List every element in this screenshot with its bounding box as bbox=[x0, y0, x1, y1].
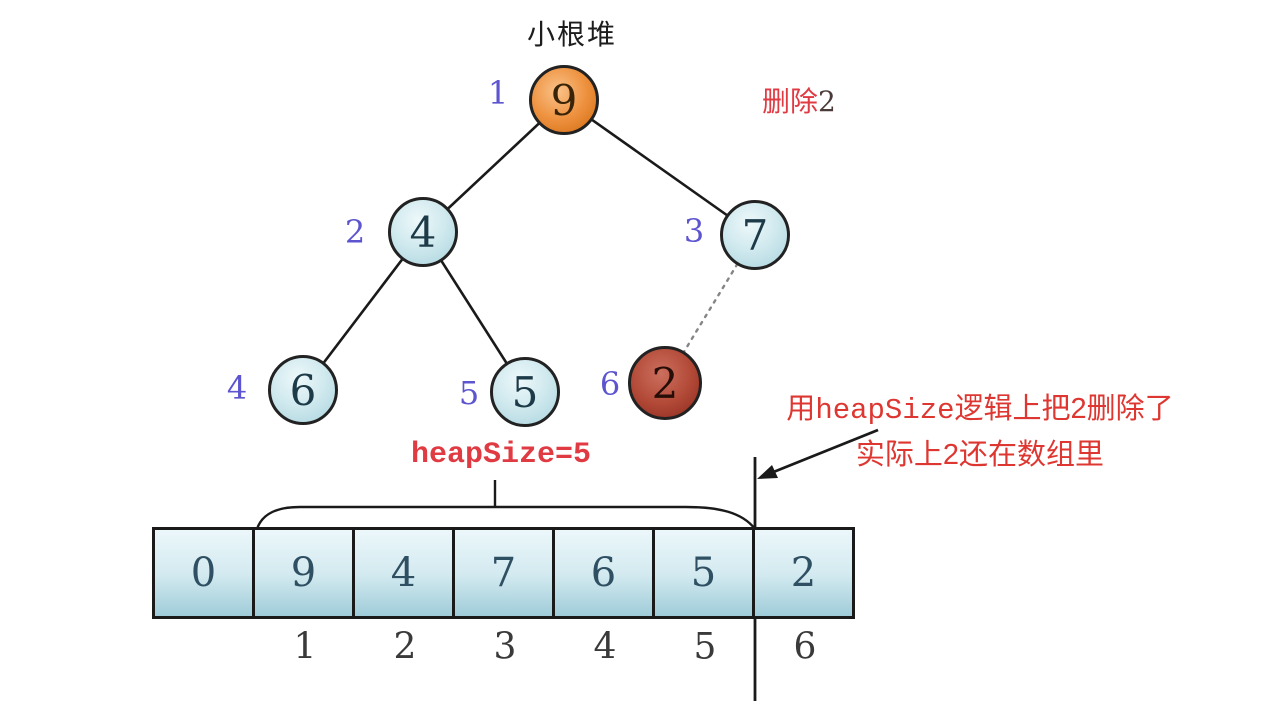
node-index-label-5: 5 bbox=[458, 374, 480, 412]
array-index-1: 1 bbox=[293, 626, 317, 668]
array-cell-6: 2 bbox=[752, 527, 855, 619]
note-line1-code: heapSize bbox=[815, 394, 955, 427]
tree-node-3-value: 7 bbox=[741, 210, 769, 260]
node-index-label-2: 2 bbox=[344, 213, 366, 251]
deletion-note: 用heapSize逻辑上把2删除了 实际上2还在数组里 bbox=[752, 387, 1208, 478]
tree-node-1-value: 9 bbox=[550, 75, 578, 125]
note-line1-suffix: 逻辑上把2删除了 bbox=[954, 393, 1174, 425]
delete-label-num: 2 bbox=[818, 85, 836, 118]
tree-node-6-value: 2 bbox=[651, 358, 679, 408]
node-index-label-1: 1 bbox=[487, 74, 509, 112]
tree-node-5-value: 5 bbox=[511, 367, 539, 417]
tree-node-5: 5 bbox=[490, 357, 560, 427]
array-index-3: 3 bbox=[493, 626, 517, 668]
array-index-4: 4 bbox=[593, 626, 617, 668]
note-line1-prefix: 用 bbox=[786, 393, 816, 425]
array-index-2: 2 bbox=[393, 626, 417, 668]
tree-node-4: 6 bbox=[268, 355, 338, 425]
annotation-arrow-head bbox=[757, 465, 778, 479]
tree-edge-9-7 bbox=[563, 98, 756, 237]
tree-node-1: 9 bbox=[529, 65, 599, 135]
heapsize-brace bbox=[255, 505, 756, 530]
node-index-label-6: 6 bbox=[599, 365, 621, 403]
diagram-title: 小根堆 bbox=[526, 19, 618, 50]
array-cell-3: 7 bbox=[452, 527, 555, 619]
node-index-label-3: 3 bbox=[683, 212, 705, 250]
delete-label: 删除2 bbox=[762, 80, 836, 120]
heapsize-label: heapSize=5 bbox=[410, 438, 592, 472]
deletion-note-line2: 实际上2还在数组里 bbox=[855, 439, 1105, 471]
array-cell-1: 9 bbox=[252, 527, 355, 619]
array-cell-2: 4 bbox=[352, 527, 455, 619]
tree-node-6-deleted: 2 bbox=[628, 346, 702, 420]
array-index-5: 5 bbox=[693, 626, 717, 668]
deletion-note-line1: 用heapSize逻辑上把2删除了 bbox=[752, 387, 1208, 433]
annotation-arrow-shaft bbox=[770, 428, 879, 475]
array-cell-0: 0 bbox=[152, 527, 255, 619]
array-cell-5: 5 bbox=[652, 527, 755, 619]
heap-array: 0 9 4 7 6 5 2 bbox=[152, 527, 855, 619]
tree-node-3: 7 bbox=[720, 200, 790, 270]
array-cell-4: 6 bbox=[552, 527, 655, 619]
tree-node-2-value: 4 bbox=[409, 207, 437, 257]
array-index-6: 6 bbox=[793, 626, 817, 668]
delete-label-text: 删除 bbox=[762, 86, 819, 117]
node-index-label-4: 4 bbox=[226, 369, 248, 407]
tree-node-2: 4 bbox=[388, 197, 458, 267]
tree-node-4-value: 6 bbox=[289, 365, 317, 415]
